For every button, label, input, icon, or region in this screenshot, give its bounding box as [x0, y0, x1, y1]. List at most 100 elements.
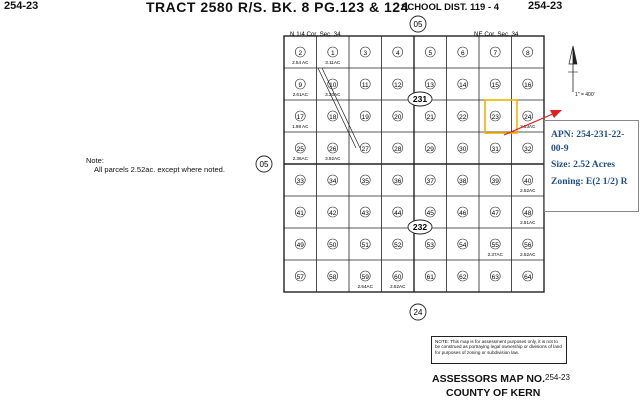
lower-parcel[interactable]: 52	[392, 238, 404, 250]
lower-parcel[interactable]: 35	[359, 174, 371, 186]
page-ref-bottom: 24	[409, 303, 427, 321]
lower-parcel[interactable]: 39	[489, 174, 501, 186]
upper-parcel-number: 24	[524, 114, 532, 121]
book-label-lower-text: 232	[413, 222, 427, 232]
lower-parcel[interactable]: 36	[392, 174, 404, 186]
upper-parcel[interactable]: 9	[294, 78, 306, 90]
assessors-map-value: 254-23	[545, 373, 570, 382]
north-arrow: 1" = 400'	[563, 42, 595, 119]
upper-parcel[interactable]: 14	[457, 78, 469, 90]
upper-parcel[interactable]: 5	[424, 46, 436, 58]
lower-parcel[interactable]: 49	[294, 238, 306, 250]
upper-parcel[interactable]: 23	[489, 110, 501, 122]
lower-parcel[interactable]: 37	[424, 174, 436, 186]
page-ref-top: 05	[409, 15, 427, 33]
lower-parcel[interactable]: 43	[359, 206, 371, 218]
lower-parcel-number: 42	[329, 210, 337, 217]
upper-parcel-number: 16	[524, 82, 532, 89]
lower-parcel[interactable]: 61	[424, 270, 436, 282]
upper-parcel-number: 30	[459, 146, 467, 153]
lower-parcel[interactable]: 59	[359, 270, 371, 282]
lower-parcel[interactable]: 38	[457, 174, 469, 186]
lower-parcel[interactable]: 47	[489, 206, 501, 218]
book-label-upper: 231	[407, 91, 433, 107]
tract-title: TRACT 2580 R/S. BK. 8 PG.123 & 124	[146, 0, 409, 15]
upper-parcel[interactable]: 4	[392, 46, 404, 58]
lower-parcel[interactable]: 62	[457, 270, 469, 282]
lower-parcel[interactable]: 63	[489, 270, 501, 282]
zoning-text: Zoning: E(2 1/2) R	[551, 176, 628, 187]
lower-parcel[interactable]: 33	[294, 174, 306, 186]
lower-parcel[interactable]: 42	[327, 206, 339, 218]
upper-parcel[interactable]: 31	[489, 142, 501, 154]
upper-parcel-number: 9	[298, 82, 302, 89]
lower-parcel[interactable]: 44	[392, 206, 404, 218]
upper-parcel-number: 15	[492, 82, 500, 89]
book-label-lower: 232	[407, 219, 433, 235]
upper-parcel[interactable]: 28	[392, 142, 404, 154]
upper-parcel[interactable]: 20	[392, 110, 404, 122]
upper-parcel[interactable]: 32	[522, 142, 534, 154]
assessors-map-label: ASSESSORS MAP NO.	[432, 373, 545, 385]
lower-parcel-number: 36	[394, 178, 402, 185]
upper-parcel[interactable]: 7	[489, 46, 501, 58]
upper-parcel[interactable]: 17	[294, 110, 306, 122]
lower-parcel[interactable]: 48	[522, 206, 534, 218]
lower-parcel[interactable]: 56	[522, 238, 534, 250]
upper-parcel[interactable]: 21	[424, 110, 436, 122]
lower-parcel[interactable]: 54	[457, 238, 469, 250]
upper-parcel[interactable]: 16	[522, 78, 534, 90]
upper-parcel[interactable]: 29	[424, 142, 436, 154]
upper-parcel[interactable]: 26	[327, 142, 339, 154]
upper-parcel[interactable]: 25	[294, 142, 306, 154]
highlighted-parcel[interactable]	[484, 99, 518, 134]
lower-parcel[interactable]: 40	[522, 174, 534, 186]
lower-parcel[interactable]: 58	[327, 270, 339, 282]
upper-parcel-number: 11	[362, 82, 369, 89]
lower-parcel-number: 60	[394, 274, 402, 281]
lower-parcel[interactable]: 34	[327, 174, 339, 186]
lower-parcel-number: 58	[329, 274, 337, 281]
upper-parcel[interactable]: 11	[359, 78, 371, 90]
upper-parcel[interactable]: 3	[359, 46, 371, 58]
upper-parcel[interactable]: 22	[457, 110, 469, 122]
lower-parcel[interactable]: 64	[522, 270, 534, 282]
parcel-acreage-note: 3.92AC	[325, 156, 341, 161]
upper-parcel[interactable]: 10	[327, 78, 339, 90]
upper-parcel[interactable]: 18	[327, 110, 339, 122]
county-name: COUNTY OF KERN	[446, 387, 541, 399]
upper-parcel-number: 1	[331, 50, 335, 57]
upper-parcel[interactable]: 19	[359, 110, 371, 122]
lower-parcel[interactable]: 60	[392, 270, 404, 282]
parcel-acreage-note: 3.11AC	[325, 60, 341, 65]
upper-parcel[interactable]: 8	[522, 46, 534, 58]
upper-parcel[interactable]: 24	[522, 110, 534, 122]
upper-parcel-number: 23	[492, 114, 500, 121]
upper-parcel-number: 12	[394, 82, 402, 89]
lower-parcel-number: 54	[459, 242, 467, 249]
upper-parcel-number: 31	[492, 146, 500, 153]
lower-parcel[interactable]: 46	[457, 206, 469, 218]
upper-parcel[interactable]: 27	[359, 142, 371, 154]
upper-parcel[interactable]: 12	[392, 78, 404, 90]
upper-parcel[interactable]: 13	[424, 78, 436, 90]
upper-parcel-number: 5	[428, 50, 432, 57]
upper-parcel[interactable]: 15	[489, 78, 501, 90]
lower-parcel[interactable]: 55	[489, 238, 501, 250]
apn-text: APN: 254-231-22-00-9	[551, 129, 625, 154]
upper-parcel[interactable]: 6	[457, 46, 469, 58]
upper-parcel[interactable]: 1	[327, 46, 339, 58]
lower-parcel[interactable]: 53	[424, 238, 436, 250]
page-ref-top-label: 05	[414, 20, 423, 29]
lower-parcel[interactable]: 45	[424, 206, 436, 218]
lower-parcel[interactable]: 50	[327, 238, 339, 250]
lower-parcel[interactable]: 41	[294, 206, 306, 218]
lower-parcel-number: 64	[524, 274, 532, 281]
lower-parcel[interactable]: 51	[359, 238, 371, 250]
upper-parcel-number: 18	[329, 114, 337, 121]
lower-parcel[interactable]: 57	[294, 270, 306, 282]
scale-label: 1" = 400'	[575, 92, 595, 98]
lower-parcel-number: 61	[427, 274, 435, 281]
upper-parcel[interactable]: 2	[294, 46, 306, 58]
upper-parcel[interactable]: 30	[457, 142, 469, 154]
